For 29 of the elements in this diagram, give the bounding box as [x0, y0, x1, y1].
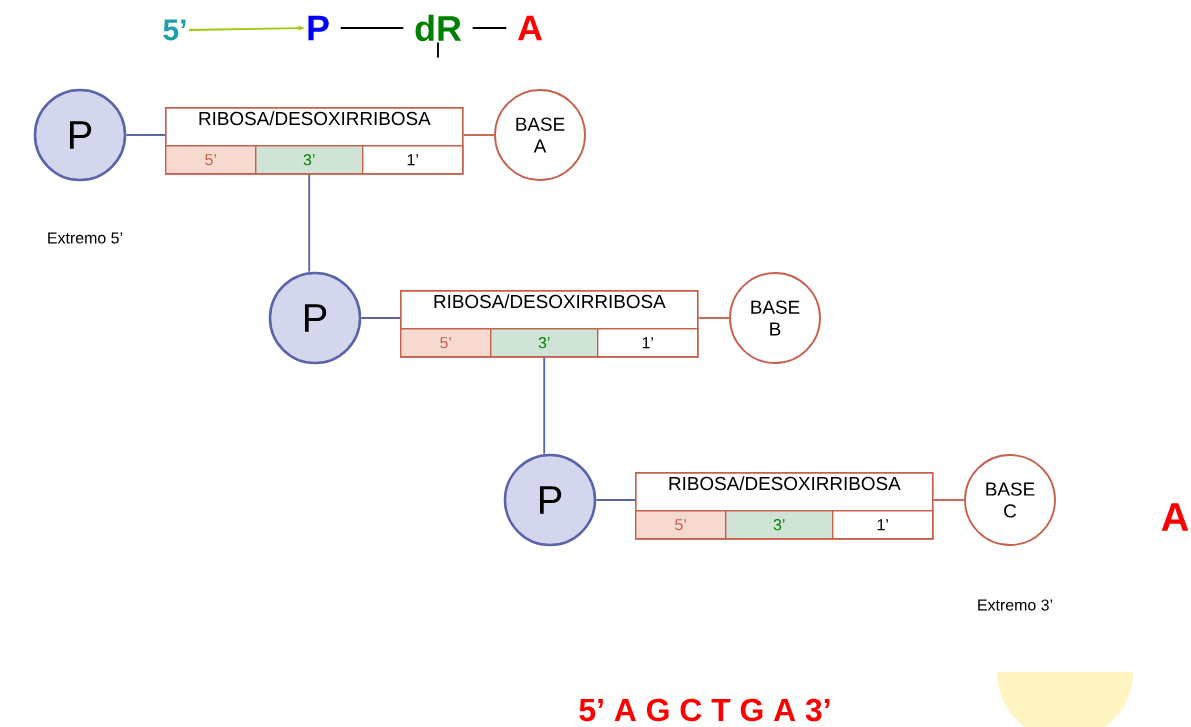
strand-letter: A: [1161, 503, 1189, 531]
formula-symbol: A: [517, 15, 542, 41]
carbon-cell: 5’: [400, 328, 492, 358]
carbon-cell: 1’: [362, 145, 464, 175]
connector-line: [308, 173, 311, 273]
semicircle-shape: [997, 672, 1133, 727]
connector-line: [360, 317, 401, 319]
end-label: Extremo 5’: [48, 232, 123, 244]
carbon-cell: 1’: [597, 328, 699, 358]
end-label: Extremo 3’: [978, 599, 1053, 611]
carbon-cell: 3’: [725, 510, 834, 540]
connector-line: [437, 41, 439, 59]
carbon-cell: 3’: [490, 328, 599, 358]
formula-symbol: P: [308, 15, 329, 41]
formula-symbol: 5’: [163, 19, 186, 41]
formula-symbol: dR: [415, 14, 462, 42]
carbon-cell: 5’: [635, 510, 727, 540]
connector-line: [339, 27, 405, 29]
connector-line: [543, 356, 546, 455]
connector-line: [697, 317, 730, 319]
connector-line: [471, 27, 508, 29]
carbon-cell: 5’: [165, 145, 257, 175]
connector-line: [125, 134, 166, 136]
carbon-cell: 3’: [255, 145, 364, 175]
carbon-cell: 1’: [832, 510, 934, 540]
connector-line: [932, 499, 965, 501]
connector-line: [595, 499, 636, 501]
sequence-text: 5’ A G C T G A 3’: [579, 698, 830, 722]
connector-line: [462, 134, 495, 136]
